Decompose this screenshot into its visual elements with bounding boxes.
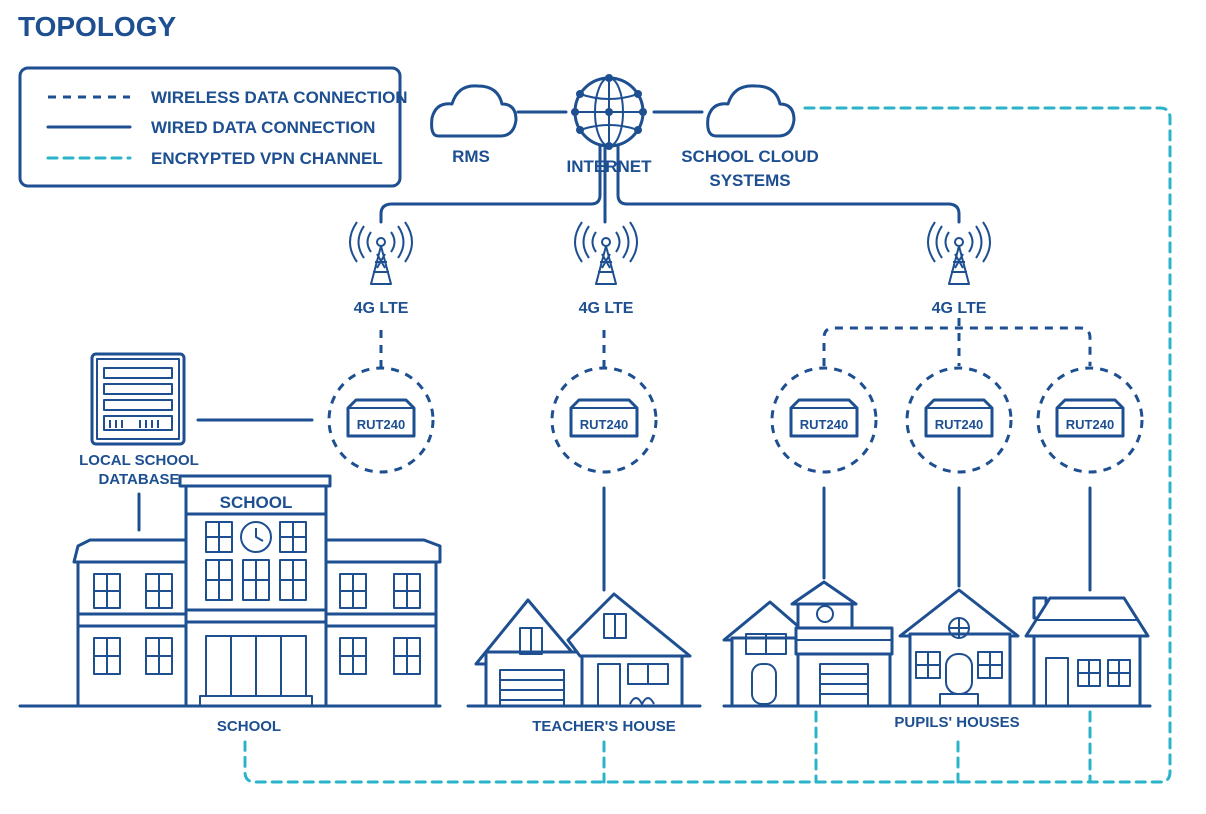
- pupil-house-3-icon: [1024, 596, 1150, 708]
- school-cloud-icon: [706, 84, 796, 138]
- tower-right-label: 4G LTE: [932, 300, 987, 317]
- legend-wired-label: WIRED DATA CONNECTION: [151, 118, 375, 137]
- router-teacher[interactable]: RUT240: [550, 366, 658, 474]
- rms-cloud-icon: [430, 84, 518, 138]
- rms-label: RMS: [452, 147, 490, 166]
- legend-vpn-label: ENCRYPTED VPN CHANNEL: [151, 149, 383, 168]
- school-cloud-label-line2: SYSTEMS: [709, 171, 790, 190]
- tower-middle-icon: [574, 221, 638, 285]
- router-model-label: RUT240: [580, 417, 628, 432]
- database-label-line2: DATABASE: [98, 471, 179, 488]
- school-sign: SCHOOL: [220, 493, 293, 512]
- wireless-link-right: [822, 318, 1092, 366]
- router-pupil-1[interactable]: RUT240: [770, 366, 878, 474]
- tower-left-icon: [349, 221, 413, 285]
- router-model-label: RUT240: [357, 417, 405, 432]
- tower-right-icon: [927, 221, 991, 285]
- database-label-line1: LOCAL SCHOOL: [79, 452, 199, 469]
- tower-left-label: 4G LTE: [354, 300, 409, 317]
- router-model-label: RUT240: [800, 417, 848, 432]
- legend: WIRELESS DATA CONNECTION WIRED DATA CONN…: [18, 66, 408, 188]
- router-pupil-3[interactable]: RUT240: [1036, 366, 1144, 474]
- teacher-house-icon: [474, 592, 692, 708]
- pupil-house-1-icon: [722, 580, 894, 708]
- wire-internet-towers: [379, 144, 602, 224]
- pupils-houses-label: PUPILS' HOUSES: [894, 714, 1019, 731]
- pupil-house-2-icon: [898, 588, 1020, 708]
- router-school[interactable]: RUT240: [327, 366, 435, 474]
- router-pupil-2[interactable]: RUT240: [905, 366, 1013, 474]
- legend-wireless-label: WIRELESS DATA CONNECTION: [151, 88, 408, 107]
- page-title: TOPOLOGY: [18, 11, 176, 42]
- router-model-label: RUT240: [935, 417, 983, 432]
- school-cloud-label-line1: SCHOOL CLOUD: [681, 147, 819, 166]
- school-building-icon: [72, 474, 442, 708]
- database-server-icon: [90, 352, 186, 446]
- router-model-label: RUT240: [1066, 417, 1114, 432]
- vpn-channel: [243, 106, 1172, 784]
- teacher-house-label: TEACHER'S HOUSE: [532, 718, 676, 735]
- internet-label: INTERNET: [567, 157, 653, 176]
- school-label: SCHOOL: [217, 718, 281, 735]
- internet-globe-icon: [571, 74, 647, 150]
- tower-middle-label: 4G LTE: [579, 300, 634, 317]
